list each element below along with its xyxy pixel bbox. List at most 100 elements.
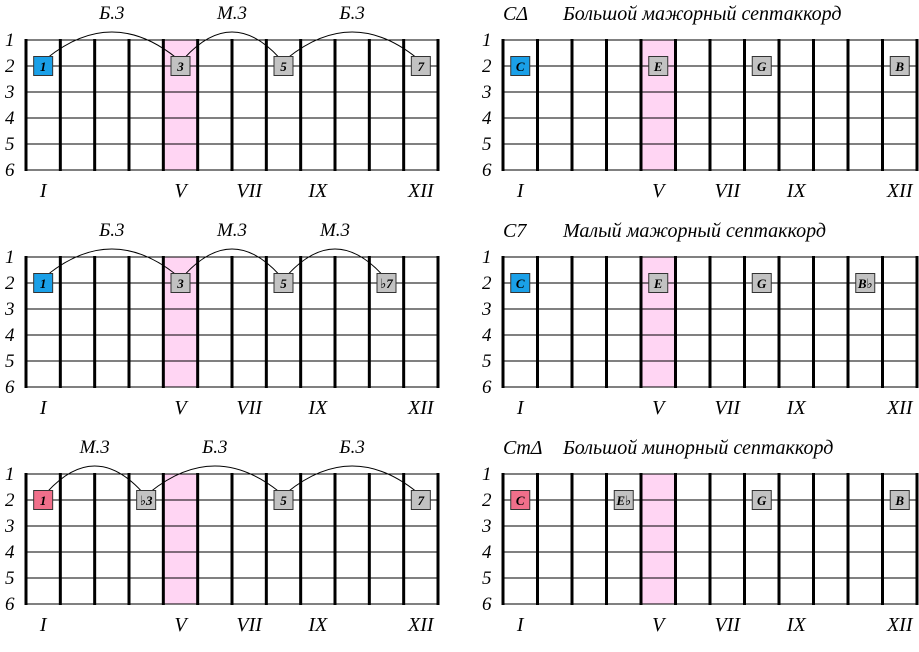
string-label: 6 bbox=[482, 594, 492, 615]
string-label: 6 bbox=[5, 377, 15, 398]
string-label: 5 bbox=[482, 568, 492, 589]
fret-label: XII bbox=[407, 397, 435, 419]
note-marker bbox=[751, 273, 772, 293]
note-marker-label: C bbox=[516, 59, 525, 74]
string-label: 3 bbox=[4, 516, 15, 537]
note-marker-label: ♭3 bbox=[140, 493, 153, 508]
string-label: 4 bbox=[482, 542, 492, 563]
note-marker-label: E bbox=[653, 59, 663, 74]
note-marker bbox=[33, 490, 54, 510]
string-label: 3 bbox=[481, 516, 492, 537]
chord-name: Большой мажорный септаккорд bbox=[562, 3, 842, 25]
note-marker-label: 5 bbox=[280, 59, 287, 74]
string-label: 1 bbox=[5, 30, 15, 51]
fret-label: IX bbox=[786, 180, 807, 202]
note-marker bbox=[889, 490, 910, 510]
highlight-fret bbox=[163, 474, 198, 604]
note-marker-label: C bbox=[516, 493, 525, 508]
chord-symbol: CΔ bbox=[503, 3, 528, 25]
fret-label: VII bbox=[714, 180, 741, 202]
note-marker-label: E♭ bbox=[615, 493, 631, 508]
chord-symbol: C7 bbox=[503, 220, 527, 242]
string-label: 1 bbox=[482, 30, 492, 51]
interval-arc bbox=[287, 31, 418, 59]
string-label: 3 bbox=[4, 299, 15, 320]
string-label: 4 bbox=[5, 542, 15, 563]
note-marker bbox=[648, 56, 669, 76]
note-marker bbox=[613, 490, 634, 510]
note-marker-label: G bbox=[757, 276, 767, 291]
note-marker bbox=[273, 56, 294, 76]
note-marker bbox=[33, 273, 54, 293]
fret-label: I bbox=[39, 397, 48, 419]
note-marker-label: 7 bbox=[418, 59, 425, 74]
chord-name: Большой минорный септаккорд bbox=[562, 437, 833, 459]
string-label: 5 bbox=[5, 568, 15, 589]
fret-label: IX bbox=[786, 614, 807, 636]
fret-label: VII bbox=[714, 397, 741, 419]
interval-label: М.3 bbox=[319, 220, 350, 241]
fret-label: V bbox=[652, 397, 667, 419]
note-marker bbox=[751, 490, 772, 510]
fret-label: I bbox=[39, 180, 48, 202]
note-marker-label: B♭ bbox=[857, 276, 873, 291]
note-marker bbox=[855, 273, 876, 293]
fret-label: IX bbox=[307, 180, 328, 202]
fret-label: I bbox=[516, 397, 525, 419]
string-label: 4 bbox=[5, 108, 15, 129]
note-marker bbox=[376, 273, 397, 293]
fret-label: IX bbox=[307, 397, 328, 419]
fret-label: VII bbox=[714, 614, 741, 636]
interval-label: Б.3 bbox=[338, 437, 364, 458]
string-label: 6 bbox=[482, 160, 492, 181]
string-label: 1 bbox=[482, 247, 492, 268]
string-label: 2 bbox=[482, 490, 492, 511]
fret-label: XII bbox=[407, 180, 435, 202]
note-marker-label: ♭7 bbox=[380, 276, 393, 291]
fret-label: XII bbox=[886, 397, 914, 419]
string-label: 1 bbox=[5, 247, 15, 268]
interval-arc bbox=[149, 465, 280, 493]
string-label: 6 bbox=[482, 377, 492, 398]
string-label: 6 bbox=[5, 160, 15, 181]
fret-label: XII bbox=[407, 614, 435, 636]
interval-arc bbox=[46, 248, 177, 276]
string-label: 1 bbox=[482, 464, 492, 485]
string-label: 2 bbox=[482, 56, 492, 77]
fret-label: VII bbox=[236, 180, 263, 202]
interval-label: Б.3 bbox=[98, 3, 124, 24]
interval-arc bbox=[46, 31, 177, 59]
note-marker-label: 7 bbox=[418, 493, 425, 508]
note-marker-label: 1 bbox=[40, 276, 47, 291]
note-marker-label: G bbox=[757, 59, 767, 74]
fret-label: VII bbox=[236, 614, 263, 636]
string-label: 5 bbox=[482, 134, 492, 155]
interval-label: Б.3 bbox=[98, 220, 124, 241]
interval-label: Б.3 bbox=[338, 3, 364, 24]
note-marker-label: 3 bbox=[176, 59, 184, 74]
fret-label: V bbox=[174, 614, 189, 636]
chord-symbol: CmΔ bbox=[503, 437, 543, 459]
interval-label: Б.3 bbox=[201, 437, 227, 458]
string-label: 4 bbox=[482, 325, 492, 346]
note-marker bbox=[170, 56, 191, 76]
note-marker bbox=[410, 56, 431, 76]
interval-label: М.3 bbox=[79, 437, 110, 458]
string-label: 2 bbox=[5, 273, 15, 294]
string-label: 5 bbox=[5, 351, 15, 372]
note-marker-label: B bbox=[894, 59, 904, 74]
note-marker bbox=[273, 273, 294, 293]
fret-label: V bbox=[174, 180, 189, 202]
note-marker-label: 5 bbox=[280, 276, 287, 291]
note-marker bbox=[889, 56, 910, 76]
string-label: 5 bbox=[5, 134, 15, 155]
fret-label: V bbox=[652, 180, 667, 202]
chord-name: Малый мажорный септаккорд bbox=[562, 220, 826, 242]
fret-label: VII bbox=[236, 397, 263, 419]
